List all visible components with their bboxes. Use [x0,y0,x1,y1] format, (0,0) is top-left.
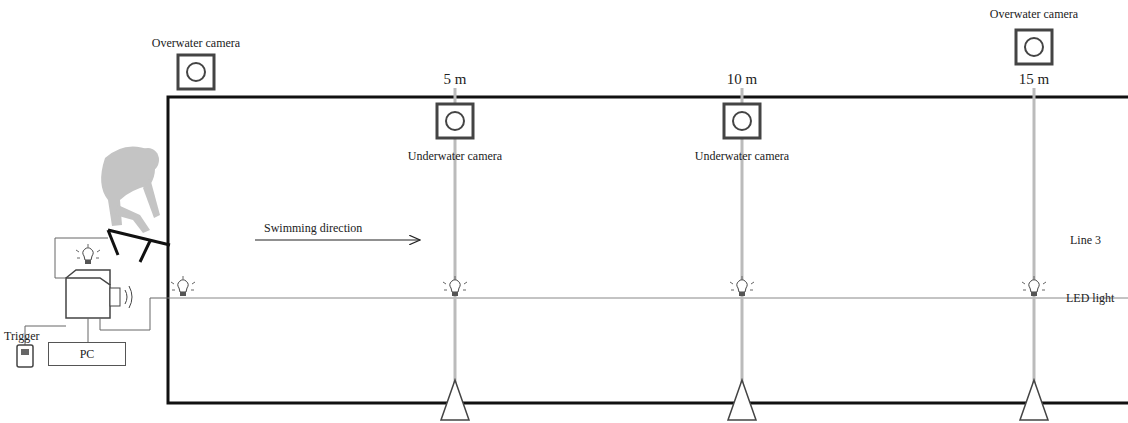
node-text: PC [80,347,95,362]
camera-label: Underwater camera [695,150,789,162]
lane-label: Line 3 [1070,234,1101,246]
pc-box: PC [48,342,126,366]
trigger-label: Trigger [4,330,40,342]
camera-label: Underwater camera [408,150,502,162]
distance-mark: 10 m [727,72,757,87]
distance-mark: 15 m [1019,72,1049,87]
led-label: LED light [1066,292,1114,304]
direction-label: Swimming direction [264,222,362,234]
camera-label: Overwater camera [990,8,1078,20]
camera-label: Overwater camera [152,37,240,49]
distance-mark: 5 m [444,72,467,87]
